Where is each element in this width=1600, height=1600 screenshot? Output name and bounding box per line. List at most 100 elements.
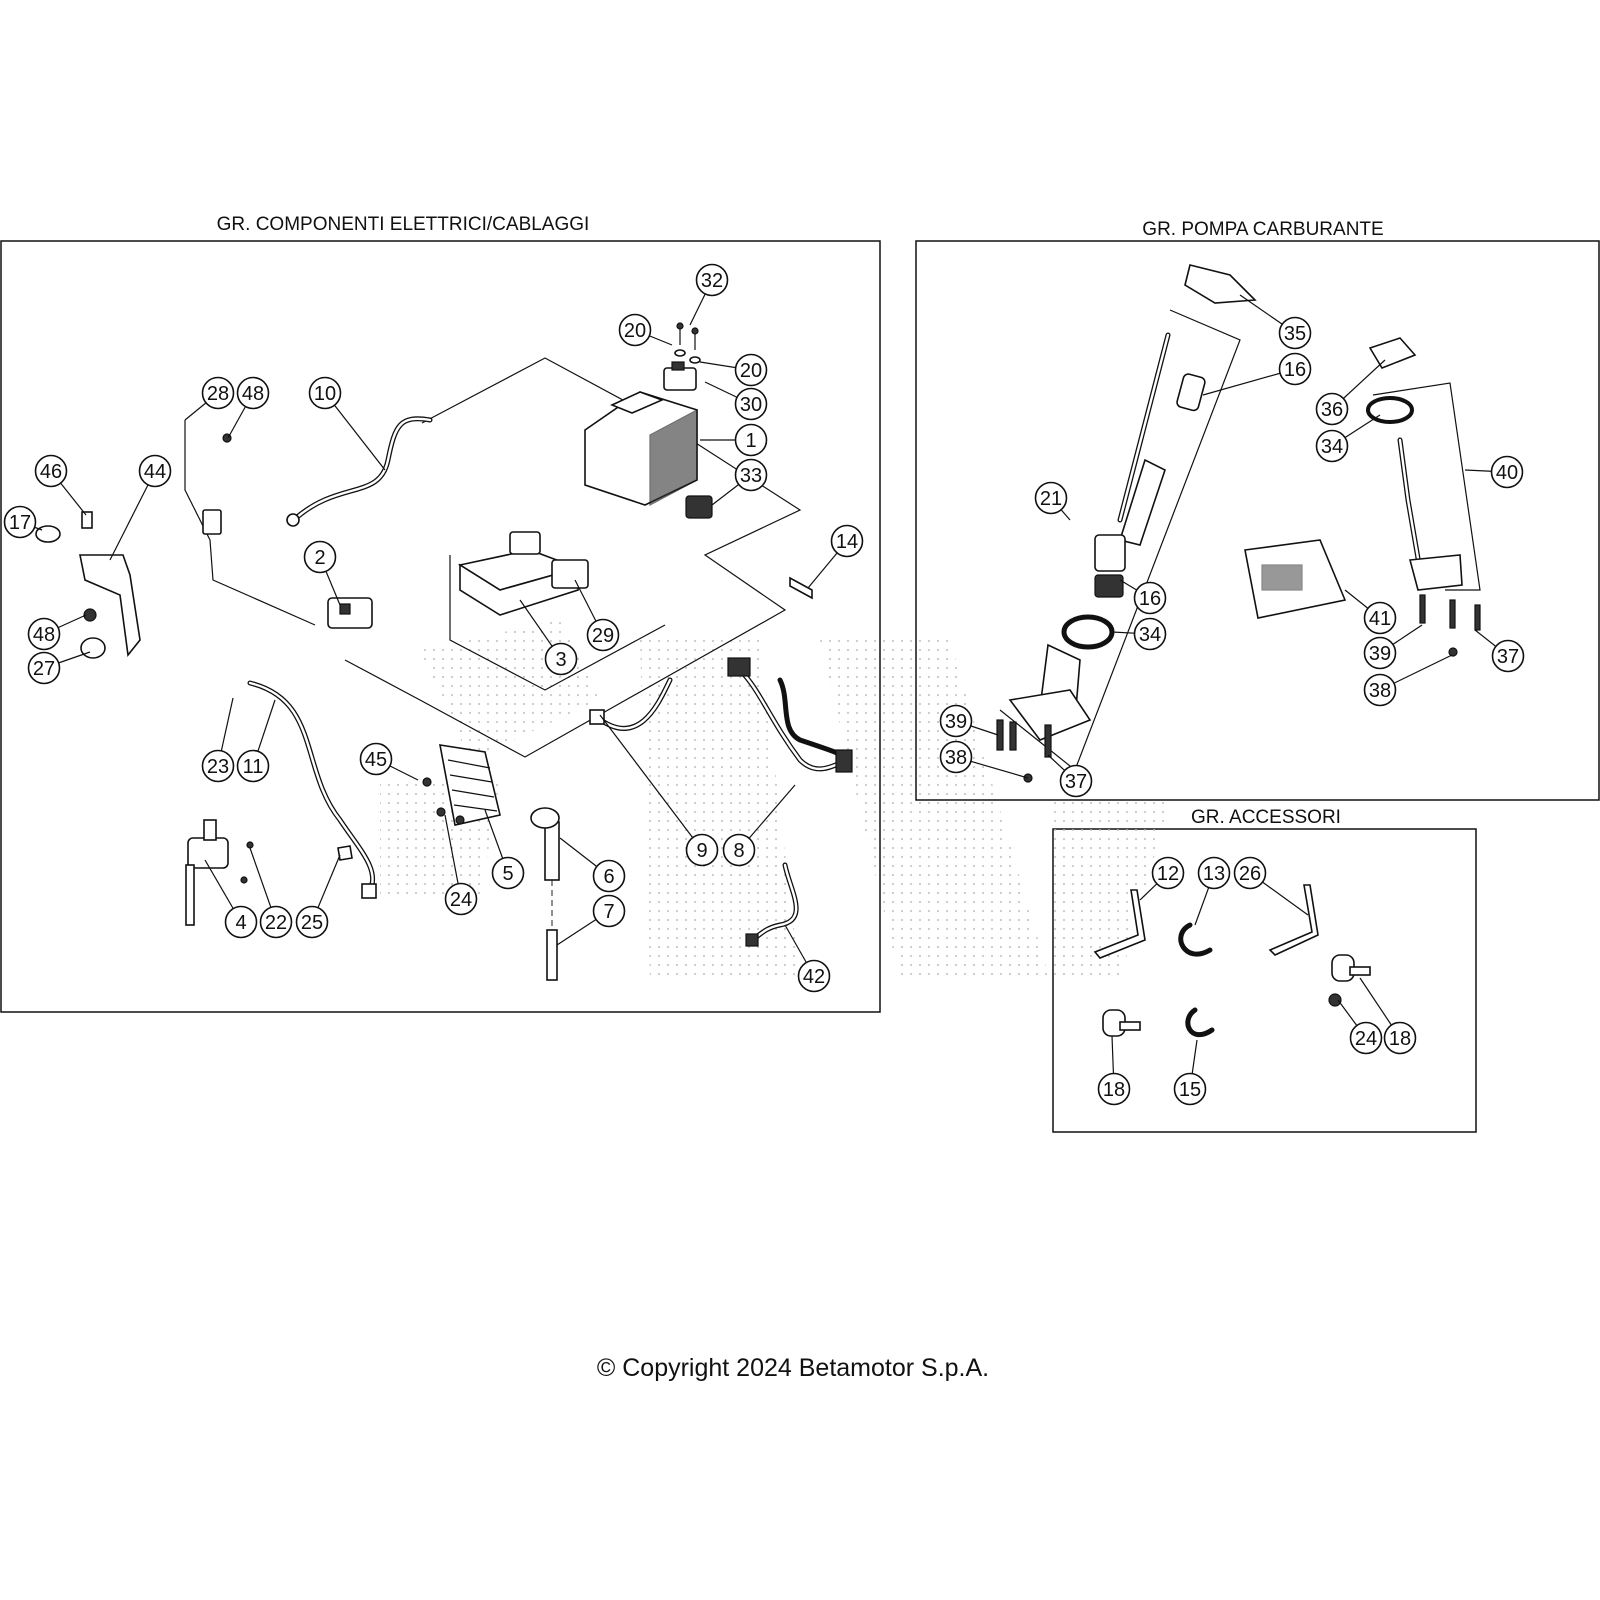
ecu-and-brackets	[457, 531, 589, 616]
electrical-group-frame	[0, 240, 881, 1013]
callout-number: 26	[1239, 863, 1261, 885]
accessories-group-title: GR. ACCESSORI	[1191, 807, 1341, 828]
part-callout-15: 15	[1173, 1072, 1207, 1106]
callout-number: 34	[1139, 624, 1161, 646]
leader-line	[109, 470, 156, 561]
callout-number: 3	[555, 649, 566, 671]
callout-number: 36	[1321, 399, 1343, 421]
part-callout-46: 46	[34, 454, 68, 488]
fuel-pump-group-title: GR. POMPA CARBURANTE	[1142, 219, 1383, 240]
part-callout-12: 12	[1151, 856, 1185, 890]
part-callout-34: 34	[1133, 617, 1167, 651]
part-callout-25: 25	[295, 905, 329, 939]
part-callout-48: 48	[236, 376, 270, 410]
callout-number: 20	[740, 360, 762, 382]
part-callout-22: 22	[259, 905, 293, 939]
part-callout-21: 21	[1034, 481, 1068, 515]
callout-number: 48	[33, 624, 55, 646]
part-callout-41: 41	[1363, 601, 1397, 635]
callout-number: 48	[242, 383, 264, 405]
part-callout-4: 4	[224, 905, 258, 939]
part-callout-1: 1	[734, 423, 768, 457]
part-callout-6: 6	[592, 859, 626, 893]
spark-plug-cap	[530, 807, 560, 981]
part-callout-20: 20	[618, 313, 652, 347]
callout-number: 4	[235, 912, 246, 934]
callout-number: 14	[836, 531, 858, 553]
callout-number: 24	[1355, 1028, 1377, 1050]
voltage-regulator	[422, 744, 501, 826]
callout-number: 28	[207, 383, 229, 405]
callout-number: 6	[603, 866, 614, 888]
main-wiring-harness	[589, 657, 853, 773]
callout-number: 30	[740, 394, 762, 416]
callout-number: 5	[502, 863, 513, 885]
callout-number: 24	[450, 889, 472, 911]
leader-line	[599, 714, 703, 851]
callout-number: 18	[1103, 1079, 1125, 1101]
callout-number: 38	[1369, 680, 1391, 702]
callout-number: 25	[301, 912, 323, 934]
callout-number: 12	[1157, 863, 1179, 885]
callout-number: 16	[1284, 359, 1306, 381]
part-callout-32: 32	[695, 263, 729, 297]
part-callout-8: 8	[722, 833, 756, 867]
callout-number: 34	[1321, 436, 1343, 458]
part-callout-20: 20	[734, 353, 768, 387]
ignition-relay	[327, 597, 373, 629]
callout-number: 44	[144, 461, 166, 483]
part-callout-48: 48	[27, 617, 61, 651]
callout-number: 38	[945, 747, 967, 769]
callout-number: 42	[803, 966, 825, 988]
callout-number: 46	[40, 461, 62, 483]
callout-number: 32	[701, 270, 723, 292]
bracket-left	[35, 511, 141, 659]
callout-number: 21	[1040, 488, 1062, 510]
part-callout-45: 45	[359, 742, 393, 776]
connector-pin	[789, 576, 813, 600]
part-callout-38: 38	[939, 740, 973, 774]
callout-number: 9	[696, 840, 707, 862]
assembly-outline-lines	[184, 309, 1481, 771]
part-callout-24: 24	[1349, 1021, 1383, 1055]
part-callout-40: 40	[1490, 455, 1524, 489]
part-callout-34: 34	[1315, 429, 1349, 463]
part-callout-36: 36	[1315, 392, 1349, 426]
part-callout-27: 27	[27, 651, 61, 685]
accessory-parts	[1093, 884, 1371, 1038]
part-callout-13: 13	[1197, 856, 1231, 890]
part-callout-10: 10	[308, 376, 342, 410]
callout-number: 16	[1139, 588, 1161, 610]
battery-cable	[286, 416, 433, 527]
starter-relay	[663, 361, 713, 519]
part-callout-16: 16	[1133, 581, 1167, 615]
fuse-holder	[202, 433, 232, 535]
callout-number: 18	[1389, 1028, 1411, 1050]
part-callout-2: 2	[303, 540, 337, 574]
callout-number: 10	[314, 383, 336, 405]
part-callout-28: 28	[201, 376, 235, 410]
part-callout-26: 26	[1233, 856, 1267, 890]
callout-number: 20	[624, 320, 646, 342]
callout-number: 33	[740, 465, 762, 487]
part-callout-3: 3	[544, 642, 578, 676]
part-callout-38: 38	[1363, 673, 1397, 707]
callout-number: 45	[365, 749, 387, 771]
callout-number: 8	[733, 840, 744, 862]
part-callout-14: 14	[830, 524, 864, 558]
electrical-group-title: GR. COMPONENTI ELETTRICI/CABLAGGI	[217, 214, 590, 235]
callout-number: 39	[1369, 643, 1391, 665]
battery	[584, 391, 698, 506]
part-callout-37: 37	[1491, 639, 1525, 673]
callout-number: 2	[314, 547, 325, 569]
part-callout-35: 35	[1278, 316, 1312, 350]
fuel-pump-flange-assembly	[1244, 337, 1481, 657]
watermark	[380, 620, 1170, 980]
callout-number: 1	[745, 430, 756, 452]
sensor-cable	[247, 680, 377, 899]
fuel-pump-assembly	[996, 264, 1257, 783]
part-callout-9: 9	[685, 833, 719, 867]
small-nut	[337, 845, 353, 861]
part-callout-30: 30	[734, 387, 768, 421]
part-callout-7: 7	[592, 894, 626, 928]
